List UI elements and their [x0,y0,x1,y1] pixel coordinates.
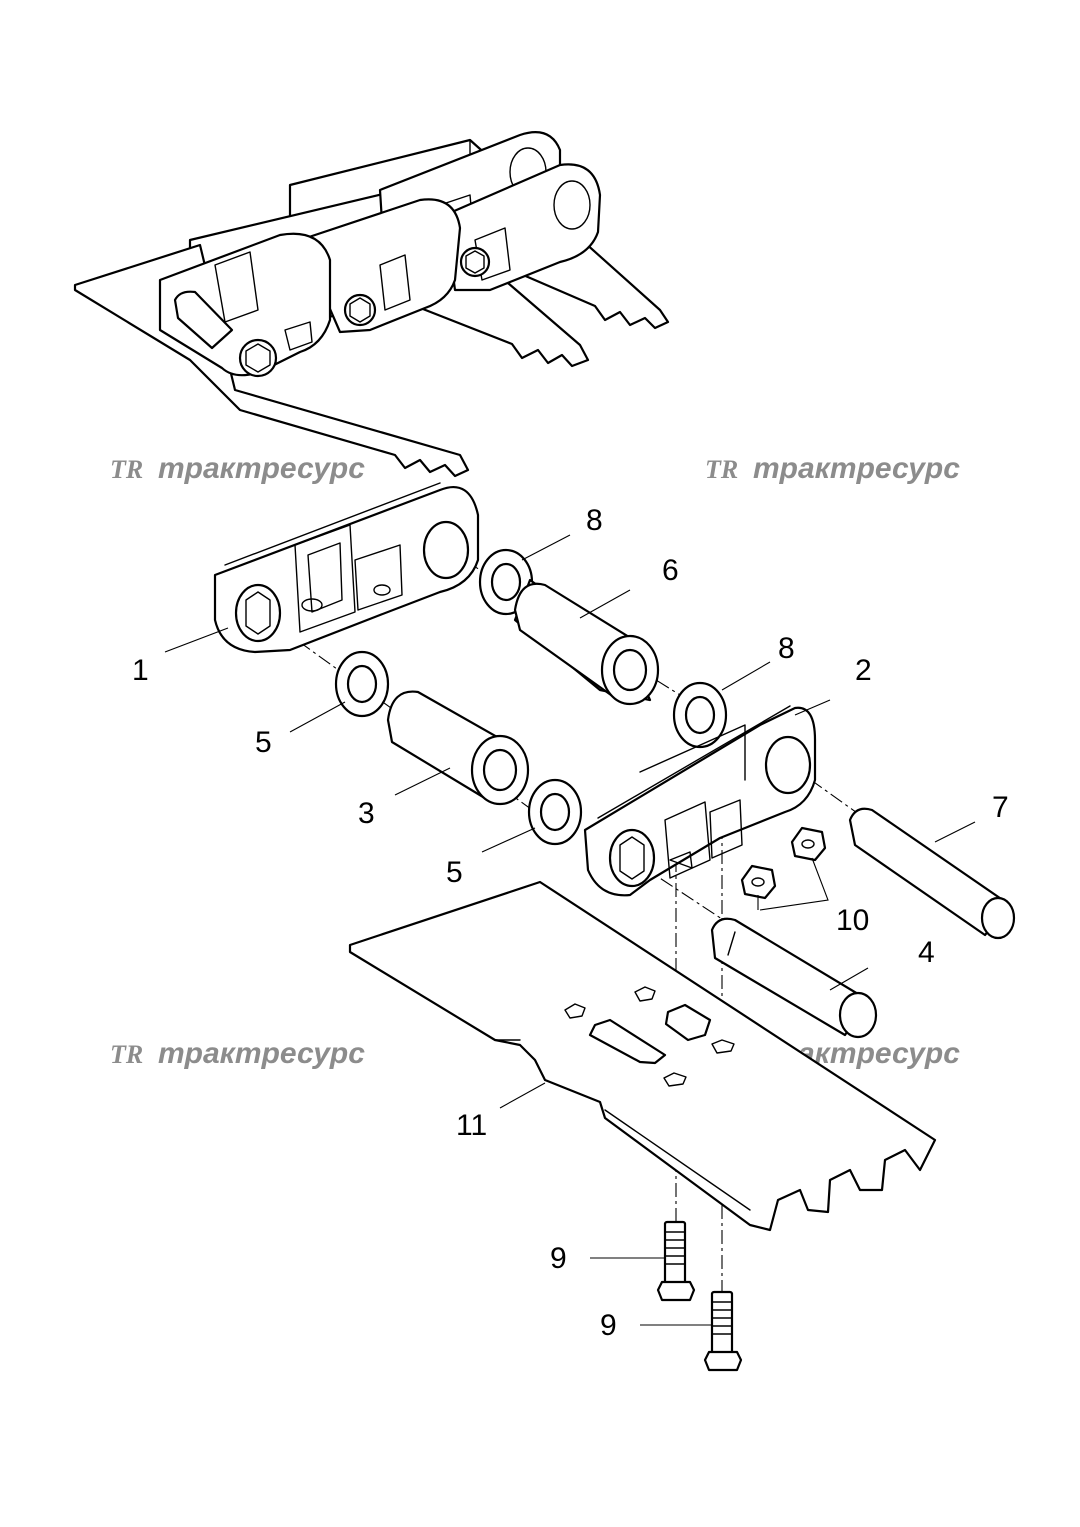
watermark-top-left: TR трактресурс [110,452,365,485]
part-6-bushing-upper [513,578,660,706]
part-1-link-left [213,482,480,654]
assembled-link-front [158,232,332,378]
callout-3: 3 [358,797,375,830]
callout-6: 6 [662,554,679,587]
part-11-track-shoe [348,880,937,1232]
callout-1: 1 [132,654,149,687]
part-5-washer-center [527,778,583,846]
callout-5-left: 5 [255,726,272,759]
leader-lines [164,534,976,1326]
callout-9-lower: 9 [600,1309,617,1342]
part-3-bushing-lower [386,690,530,806]
watermark-text: трактресурс [158,1037,365,1070]
watermark-logo: TR [110,1040,143,1069]
watermark-text: трактресурс [753,452,960,485]
assembled-link-right [443,163,602,292]
watermark-logo: TR [110,455,143,484]
part-4-pin-lower [710,917,878,1039]
part-5-washer-left [334,650,390,718]
callout-8-upper: 8 [586,504,603,537]
watermark-bottom-left: TR трактресурс [110,1037,365,1070]
part-2-link-right [583,705,817,897]
part-7-pin-upper [848,807,1016,940]
part-8-washer-lower [672,681,728,749]
callout-2: 2 [855,654,872,687]
callout-5-center: 5 [446,856,463,889]
watermark-logo: TR [705,455,738,484]
callout-10: 10 [836,904,869,937]
watermark-top-right: TR трактресурс [705,452,960,485]
callout-4: 4 [918,936,935,969]
part-9-bolt-upper [656,1220,696,1302]
callout-labels: 1 2 3 4 5 5 6 7 8 8 9 9 10 11 [132,504,1009,1342]
callout-8-lower: 8 [778,632,795,665]
part-10-nut-upper [790,826,827,862]
part-9-bolt-lower [703,1290,743,1372]
part-10-nut-lower [740,864,777,900]
callout-7: 7 [992,791,1009,824]
assembled-track-assembly [73,131,670,478]
watermark-text: трактресурс [158,452,365,485]
assembled-link-center [298,198,462,334]
callout-11: 11 [456,1109,487,1142]
callout-9-upper: 9 [550,1242,567,1275]
